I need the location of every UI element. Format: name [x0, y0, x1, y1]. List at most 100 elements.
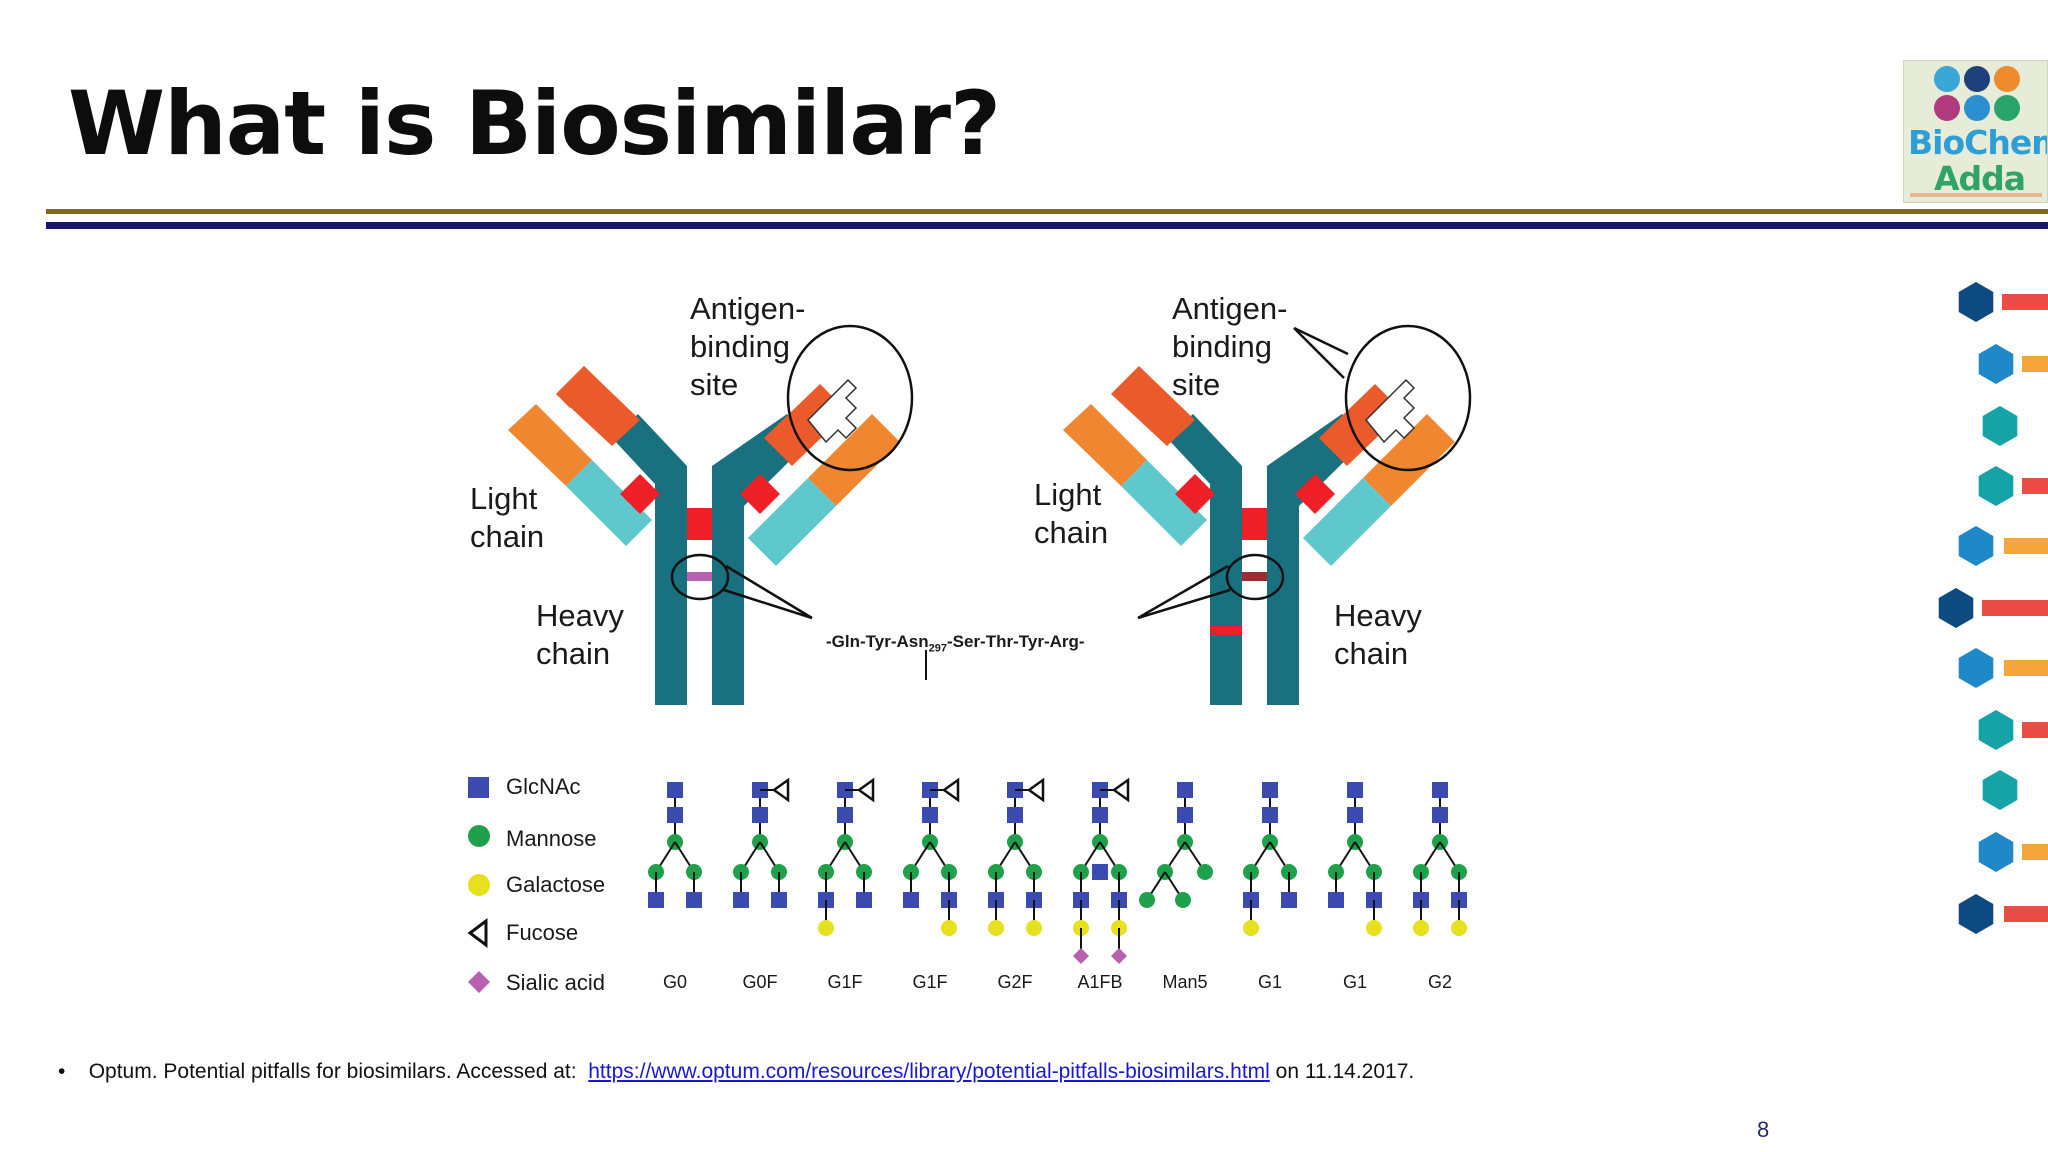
- decorative-hexagon: [1978, 466, 2014, 506]
- light-constant-right: [1303, 478, 1391, 566]
- title-underline-navy: [46, 222, 2048, 229]
- sequence-subscript: 297: [928, 642, 947, 655]
- decorative-bar: [2022, 478, 2048, 494]
- antigen-binding-circle: [786, 324, 914, 472]
- galactose-icon: [1243, 920, 1259, 936]
- antibody-right: [1063, 324, 1472, 705]
- glcnac-icon: [1328, 892, 1344, 908]
- decorative-bar: [2004, 538, 2048, 554]
- legend-label-fucose: Fucose: [506, 920, 579, 945]
- glcnac-icon: [733, 892, 749, 908]
- sialic-acid-icon: [1073, 948, 1089, 964]
- glycan-label: G1F: [912, 972, 948, 992]
- decorative-hexagon: [1938, 588, 1974, 628]
- glcnac-icon: [771, 892, 787, 908]
- light-variable-left: [508, 404, 592, 486]
- zoom-circle: [1225, 553, 1285, 601]
- decorative-hexagon: [1958, 526, 1994, 566]
- logo-icon-dna: [1934, 95, 1960, 121]
- bullet: •: [58, 1060, 66, 1083]
- decorative-bar: [2022, 722, 2048, 738]
- galactose-icon: [941, 920, 957, 936]
- galactose-icon: [1451, 920, 1467, 936]
- page-number: 8: [1757, 1117, 1770, 1142]
- glcnac-icon: [1281, 892, 1297, 908]
- glcnac-icon: [1092, 807, 1108, 823]
- glcnac-icon: [1347, 807, 1363, 823]
- fucose-icon: [1026, 777, 1045, 803]
- glycan-label: G2: [1427, 972, 1452, 992]
- logo-text-biochem: BioChem: [1908, 123, 2047, 162]
- glcnac-icon: [648, 892, 664, 908]
- decorative-hexagon: [1978, 344, 2014, 384]
- glcnac-icon: [1262, 782, 1278, 798]
- pointer-line: [725, 564, 813, 620]
- decorative-hexagon: [1958, 282, 1994, 322]
- decorative-bar: [2004, 660, 2048, 676]
- glycan-label: A1FB: [1077, 972, 1123, 992]
- galactose-icon: [1366, 920, 1382, 936]
- light-variable-right: [1363, 414, 1455, 506]
- glycan-label: G0F: [742, 972, 778, 992]
- biochem-adda-logo: BioChem Adda: [1903, 60, 2048, 203]
- glcnac-icon: [1432, 782, 1448, 798]
- glcnac-icon: [667, 782, 683, 798]
- glcnac-icon: [686, 892, 702, 908]
- glcnac-icon: [1347, 782, 1363, 798]
- galactose-icon: [988, 920, 1004, 936]
- legend-label-glcnac: GlcNAc: [506, 774, 581, 799]
- glcnac-icon: [1262, 807, 1278, 823]
- mannose-icon: [1139, 892, 1155, 908]
- decorative-bar: [2022, 844, 2048, 860]
- amino-acid-sequence: -Gln-Tyr-Asn297-Ser-Thr-Tyr-Arg-: [826, 632, 1085, 654]
- decorative-bar: [2022, 356, 2048, 372]
- heavy-chain-stem-left: [1210, 515, 1242, 705]
- disulfide-hinge: [687, 508, 712, 540]
- fucose-icon: [941, 777, 960, 803]
- sequence-start: -Gln-Tyr-Asn: [826, 632, 929, 651]
- mannose-legend-icon: [468, 825, 490, 847]
- decorative-hexagon: [1958, 894, 1994, 934]
- decorative-hexagon: [1978, 710, 2014, 750]
- mannose-icon: [1175, 892, 1191, 908]
- logo-tagline: [1910, 193, 2042, 197]
- antigen-shape: [1364, 378, 1416, 444]
- antigen-binding-circle: [1344, 324, 1472, 472]
- disulfide-hinge: [1242, 508, 1267, 540]
- pointer-line: [1137, 588, 1231, 620]
- zoom-circle: [670, 553, 730, 601]
- light-chain-label-right: Light chain: [1034, 477, 1109, 550]
- reference-link[interactable]: https://www.optum.com/resources/library/…: [588, 1060, 1270, 1083]
- glycan-label: G0: [662, 972, 687, 992]
- glycan-label: G1: [1342, 972, 1367, 992]
- sialic-acid-legend-icon: [468, 971, 490, 993]
- disulfide-left: [1175, 474, 1215, 514]
- glycan-label: G1F: [827, 972, 863, 992]
- reference-text: Optum. Potential pitfalls for biosimilar…: [88, 1060, 577, 1083]
- glcnac-icon: [1007, 807, 1023, 823]
- logo-icon-graduation: [1964, 66, 1990, 92]
- glcnac-icon: [903, 892, 919, 908]
- decorative-hexagon: [1982, 770, 2018, 810]
- glcnac-icon: [1177, 807, 1193, 823]
- antibody-left: [508, 324, 914, 705]
- antigen-binding-site-label-left: Antigen- binding site: [690, 291, 806, 402]
- glycan-label: G1: [1257, 972, 1282, 992]
- antigen-binding-site-label-right: Antigen- binding site: [1172, 291, 1288, 402]
- light-constant-left: [566, 460, 652, 546]
- sialic-acid-icon: [1111, 948, 1127, 964]
- light-chain-label-left: Light chain: [470, 481, 545, 554]
- heavy-chain-arm-left: [1167, 414, 1242, 520]
- antigen-shape: [806, 378, 858, 444]
- legend-label-galactose: Galactose: [506, 872, 606, 897]
- fucose-legend-icon: [467, 918, 488, 948]
- logo-icon-monitor: [1934, 66, 1960, 92]
- fucose-icon: [856, 777, 875, 803]
- decorative-hexagon: [1982, 406, 2018, 446]
- legend-label-sialic-acid: Sialic acid: [506, 970, 606, 995]
- antigen-pointer-line: [1293, 327, 1345, 379]
- glycan-legend: [467, 777, 490, 993]
- reference-line: • Optum. Potential pitfalls for biosimil…: [58, 1060, 1414, 1084]
